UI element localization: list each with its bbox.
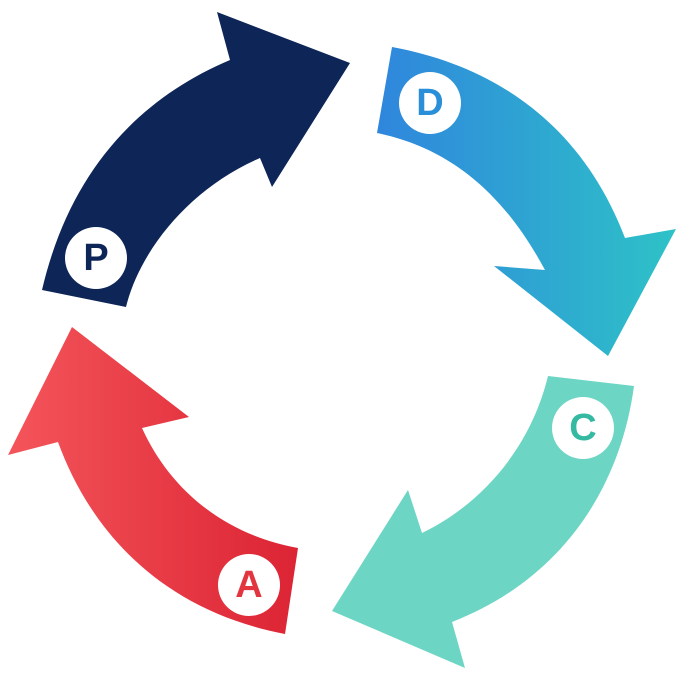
do-letter: D — [416, 82, 443, 124]
plan-arrow — [42, 12, 350, 307]
check-badge: C — [552, 397, 614, 459]
check-letter: C — [569, 407, 596, 449]
act-badge: A — [218, 554, 280, 616]
plan-badge: P — [65, 227, 127, 289]
do-badge: D — [399, 72, 461, 134]
act-arrow — [8, 327, 298, 634]
act-letter: A — [235, 564, 262, 606]
check-arrow — [332, 376, 634, 668]
plan-letter: P — [83, 237, 108, 279]
